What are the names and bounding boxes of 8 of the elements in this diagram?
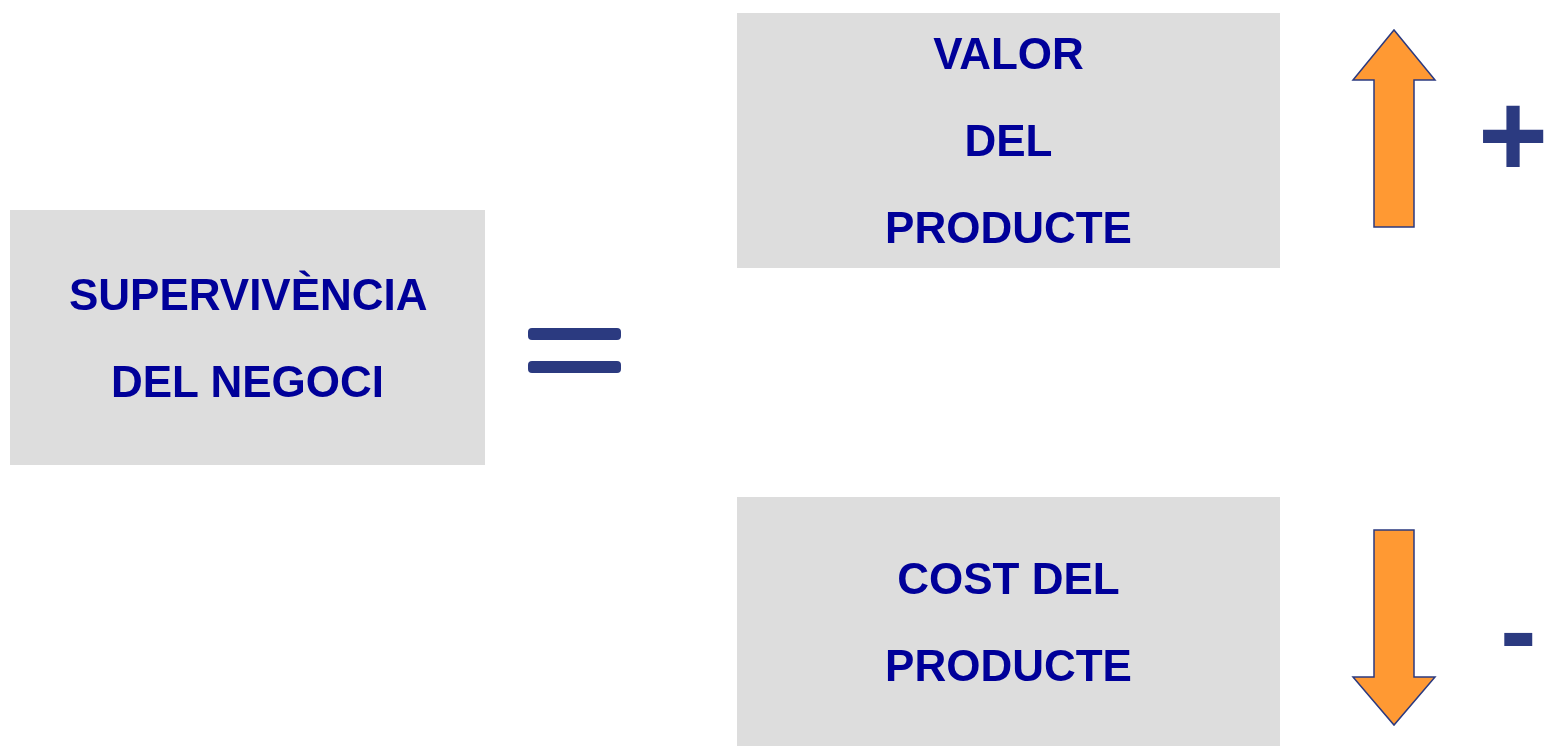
minus-sign: - [1500, 575, 1537, 685]
box-label: SUPERVIVÈNCIA DEL NEGOCI [69, 268, 426, 408]
box-label: VALOR DEL PRODUCTE [885, 28, 1132, 254]
box-label: COST DEL PRODUCTE [885, 552, 1132, 692]
text-box [10, 210, 485, 465]
text-box [737, 13, 1280, 268]
text-box [737, 497, 1280, 746]
plus-sign: + [1478, 75, 1548, 195]
